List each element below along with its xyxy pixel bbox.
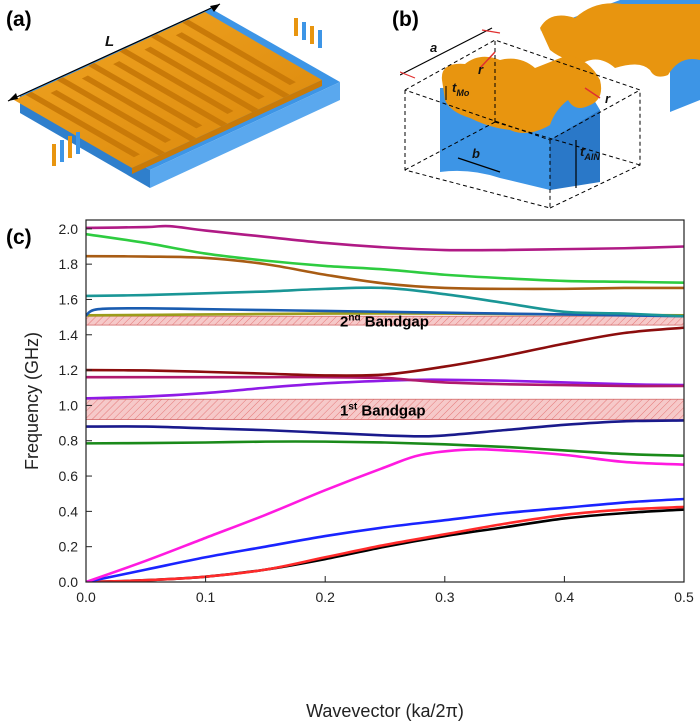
band-curve-8 [86,375,684,388]
bandgap-layer: 1st Bandgap 2nd Bandgap [85,313,685,420]
mo-thickness-label: tMo [452,80,470,98]
y-tick-label: 1.8 [59,256,79,272]
unit-cell-side [550,110,600,190]
y-tick-label: 0.6 [59,468,79,484]
y-tick-label: 2.0 [59,221,79,237]
y-tick-label: 1.2 [59,362,79,378]
band-curve-15 [86,224,684,252]
radius-label-1: r [478,62,484,77]
electrode-finger [175,32,290,98]
y-tick-label: 0.0 [59,574,79,590]
panel-a-illustration: L [7,3,340,188]
band-curve-5 [86,440,684,458]
band-curve-13 [86,254,684,291]
aln-thickness-label: tAlN [580,144,600,162]
band-curve-4 [86,447,684,582]
electrode-edge [132,80,322,174]
length-label: L [105,33,114,50]
bandgap-label-1: 1st Bandgap [340,401,426,419]
substrate-side-right [150,82,340,188]
electrode-finger [119,48,234,114]
dispersion-curves [86,224,684,582]
bus-bar-tabs-left [52,132,80,166]
neighbor-cell-top [540,3,700,77]
lattice-constant-label: a [430,40,437,55]
y-axis-title: Frequency (GHz) [22,332,42,470]
plot-frame [85,219,685,583]
x-axis-title: Wavevector (ka/2π) [306,701,464,721]
band-curve-12 [86,286,684,318]
electrode-finger [113,61,228,127]
band-curve-3 [86,497,684,582]
y-tick-label: 1.6 [59,291,79,307]
x-tick-label: 0.4 [555,589,575,605]
panel-c-label: (c) [6,226,32,249]
y-tick-label: 1.4 [59,327,79,343]
electrode-finger [81,75,197,142]
bandgap-label-2: 2nd Bandgap [340,313,429,331]
unit-cell-bounding-box [404,39,642,209]
x-tick-label: 0.2 [315,589,335,605]
panel-a-label: (a) [6,8,32,31]
electrode-finger [25,91,140,158]
band-curve-6 [86,419,684,438]
y-tick-label: 0.8 [59,433,79,449]
axis-ticks: 0.0 0.1 0.2 0.3 0.4 0.5 0.0 0.2 0.4 0.6 0.8 1.0 1.2 1… [59,221,694,605]
electrode-finger [182,19,296,86]
electrode-finger [88,62,203,129]
radius-arrow-2 [584,87,601,99]
y-tick-label: 0.4 [59,503,79,519]
electrode-finger [144,46,259,113]
electrode-finger [50,89,165,156]
y-tick-label: 1.0 [59,397,79,413]
x-tick-label: 0.1 [196,589,216,605]
electrode-finger [56,77,172,143]
neck-width-label: b [472,146,480,161]
bus-bar-tabs-right [294,18,322,48]
radius-label-2: r [605,91,611,106]
neck-width-arrow [457,157,501,173]
lattice-constant-arrow [400,27,493,76]
x-tick-label: 0.0 [76,589,96,605]
panel-b-unit-cell: a r r tMo b tAlN [400,0,700,209]
band-curve-9 [86,326,684,377]
x-tick-label: 0.5 [674,589,694,605]
band-curve-14 [86,232,684,284]
x-tick-label: 0.3 [435,589,455,605]
band-curve-11 [86,306,684,318]
radius-arrow-1 [479,51,496,69]
unit-cell-top [441,55,602,134]
length-arrow [7,3,221,102]
panel-b-label: (b) [392,8,419,31]
band-curve-2 [86,505,684,582]
band-curve-7 [86,378,684,400]
electrode-finger [150,33,265,100]
y-tick-label: 0.2 [59,539,79,555]
interdigitated-fingers [25,19,296,158]
